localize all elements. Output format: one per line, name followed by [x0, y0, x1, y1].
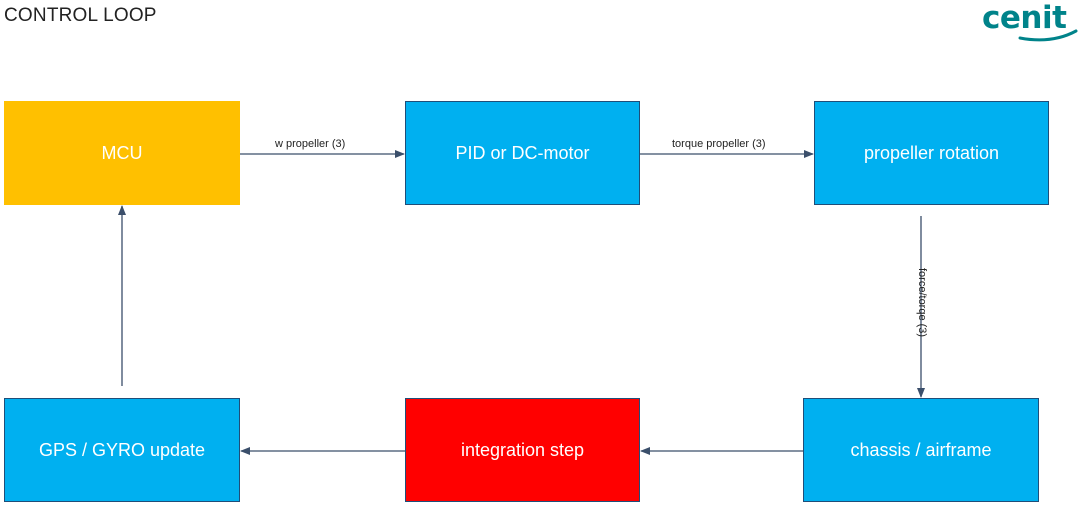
slide-title: CONTROL LOOP	[4, 5, 157, 26]
block-gps-gyro-update: GPS / GYRO update	[4, 398, 240, 502]
block-integration-label: integration step	[460, 439, 585, 460]
edge-label-torque-propeller: torque propeller (3)	[672, 138, 766, 150]
block-chassis-label: chassis / airframe	[850, 439, 992, 460]
logo-swoosh-icon	[1018, 29, 1078, 42]
block-pid-dc-motor: PID or DC-motor	[405, 101, 640, 205]
edge-label-w-propeller: w propeller (3)	[275, 138, 346, 150]
block-propeller-rotation: propeller rotation	[814, 101, 1049, 205]
block-pid-label: PID or DC-motor	[455, 142, 590, 163]
block-mcu: MCU	[4, 101, 240, 205]
edge-label-force-torque: force/torqe (3)	[916, 268, 928, 338]
block-integration-step: integration step	[405, 398, 640, 502]
logo-text: cenit	[982, 0, 1067, 36]
cenit-logo: cenit	[982, 0, 1078, 46]
block-mcu-label: MCU	[101, 142, 143, 163]
block-propeller-label: propeller rotation	[863, 142, 1000, 163]
block-chassis-airframe: chassis / airframe	[803, 398, 1039, 502]
block-gps-label: GPS / GYRO update	[38, 439, 206, 460]
